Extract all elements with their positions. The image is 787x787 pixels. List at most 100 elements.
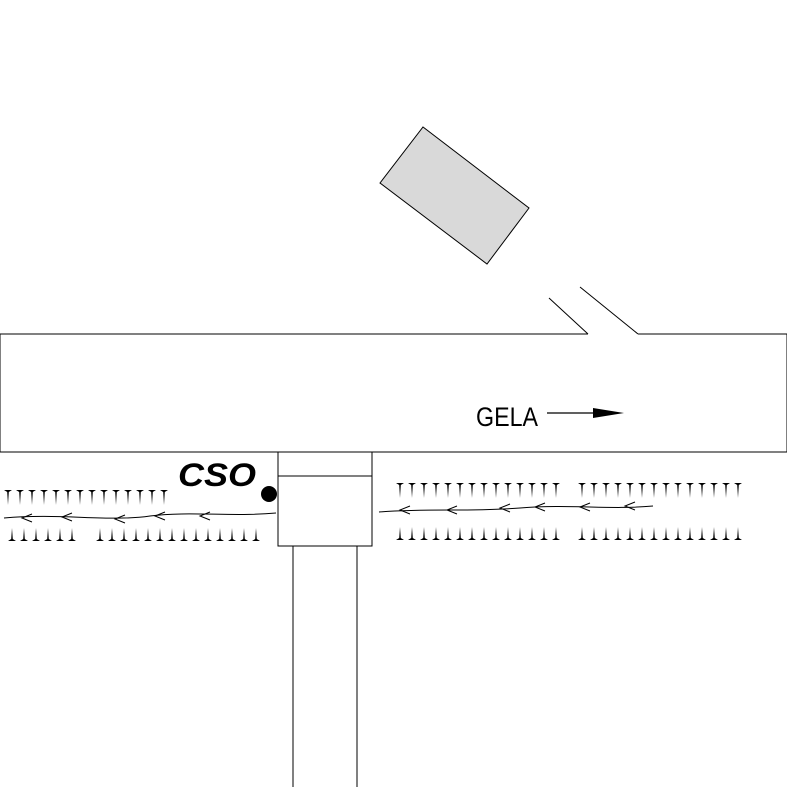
curb-mark-icon — [602, 527, 610, 540]
curb-mark-icon — [468, 483, 476, 498]
curb-mark-icon — [626, 483, 634, 498]
building — [379, 126, 530, 265]
curb-mark-icon — [396, 527, 404, 540]
curb-mark-icon — [492, 527, 500, 540]
curb-mark-icon — [192, 528, 200, 541]
curb-mark-icon — [674, 483, 682, 498]
curb-mark-icon — [686, 483, 694, 498]
curb-mark-icon — [444, 483, 452, 498]
curb-mark-icon — [492, 483, 500, 498]
curb-mark-icon — [56, 528, 64, 541]
street-label-gela: GELA — [476, 402, 538, 432]
curb-marks — [4, 483, 742, 541]
curb-mark-icon — [180, 528, 188, 541]
curb-mark-icon — [32, 528, 40, 541]
curb-mark-icon — [638, 527, 646, 540]
curb-mark-icon — [132, 528, 140, 541]
curb-mark-icon — [516, 483, 524, 498]
curb-mark-icon — [144, 528, 152, 541]
curb-mark-icon — [216, 528, 224, 541]
cso-label: CSO — [178, 457, 256, 493]
curb-mark-icon — [420, 527, 428, 540]
curb-mark-icon — [28, 490, 36, 505]
left-flow-line — [3, 511, 277, 524]
curb-mark-icon — [552, 483, 560, 498]
curb-mark-icon — [540, 483, 548, 498]
curb-mark-icon — [168, 528, 176, 541]
side-street-edge-left — [548, 297, 589, 335]
curb-mark-icon — [710, 527, 718, 540]
curb-mark-icon — [160, 490, 168, 505]
curb-mark-icon — [444, 527, 452, 540]
curb-mark-icon — [88, 490, 96, 505]
curb-mark-icon — [124, 490, 132, 505]
curb-mark-icon — [722, 483, 730, 498]
curb-mark-icon — [710, 483, 718, 498]
curb-mark-icon — [468, 527, 476, 540]
flow-arrow-icon — [547, 408, 624, 418]
curb-mark-icon — [252, 528, 260, 541]
curb-mark-icon — [76, 490, 84, 505]
curb-mark-icon — [626, 527, 634, 540]
curb-mark-icon — [136, 490, 144, 505]
curb-mark-icon — [396, 483, 404, 498]
curb-mark-icon — [68, 528, 76, 541]
curb-mark-icon — [480, 483, 488, 498]
curb-mark-icon — [156, 528, 164, 541]
curb-mark-icon — [40, 490, 48, 505]
curb-mark-icon — [20, 528, 28, 541]
curb-mark-icon — [614, 483, 622, 498]
curb-mark-icon — [578, 527, 586, 540]
curb-mark-icon — [100, 490, 108, 505]
curb-mark-icon — [540, 527, 548, 540]
curb-mark-icon — [228, 528, 236, 541]
curb-mark-icon — [638, 483, 646, 498]
curb-mark-icon — [408, 483, 416, 498]
curb-mark-icon — [686, 527, 694, 540]
crossing-box — [277, 451, 373, 547]
curb-mark-icon — [614, 527, 622, 540]
curb-mark-icon — [590, 483, 598, 498]
curb-mark-icon — [420, 483, 428, 498]
curb-mark-icon — [650, 483, 658, 498]
curb-mark-icon — [432, 527, 440, 540]
curb-mark-icon — [590, 527, 598, 540]
curb-mark-icon — [456, 527, 464, 540]
curb-mark-icon — [552, 527, 560, 540]
curb-mark-icon — [662, 483, 670, 498]
curb-mark-icon — [148, 490, 156, 505]
curb-mark-icon — [108, 528, 116, 541]
main-street — [0, 333, 787, 453]
curb-mark-icon — [112, 490, 120, 505]
curb-mark-icon — [240, 528, 248, 541]
curb-mark-icon — [408, 527, 416, 540]
curb-mark-icon — [698, 483, 706, 498]
curb-mark-icon — [722, 527, 730, 540]
curb-mark-icon — [96, 528, 104, 541]
curb-mark-icon — [204, 528, 212, 541]
curb-mark-icon — [4, 490, 12, 505]
curb-mark-icon — [698, 527, 706, 540]
curb-mark-icon — [602, 483, 610, 498]
curb-mark-icon — [52, 490, 60, 505]
curb-mark-icon — [504, 527, 512, 540]
curb-mark-icon — [456, 483, 464, 498]
curb-mark-icon — [8, 528, 16, 541]
curb-mark-icon — [120, 528, 128, 541]
curb-mark-icon — [64, 490, 72, 505]
curb-mark-icon — [504, 483, 512, 498]
side-street-edge-right — [579, 286, 639, 335]
curb-mark-icon — [480, 527, 488, 540]
curb-mark-icon — [734, 527, 742, 540]
curb-mark-icon — [16, 490, 24, 505]
curb-mark-icon — [44, 528, 52, 541]
curb-mark-icon — [432, 483, 440, 498]
curb-mark-icon — [662, 527, 670, 540]
right-flow-line — [378, 501, 654, 515]
curb-mark-icon — [528, 527, 536, 540]
curb-mark-icon — [528, 483, 536, 498]
curb-mark-icon — [516, 527, 524, 540]
curb-mark-icon — [578, 483, 586, 498]
curb-mark-icon — [734, 483, 742, 498]
